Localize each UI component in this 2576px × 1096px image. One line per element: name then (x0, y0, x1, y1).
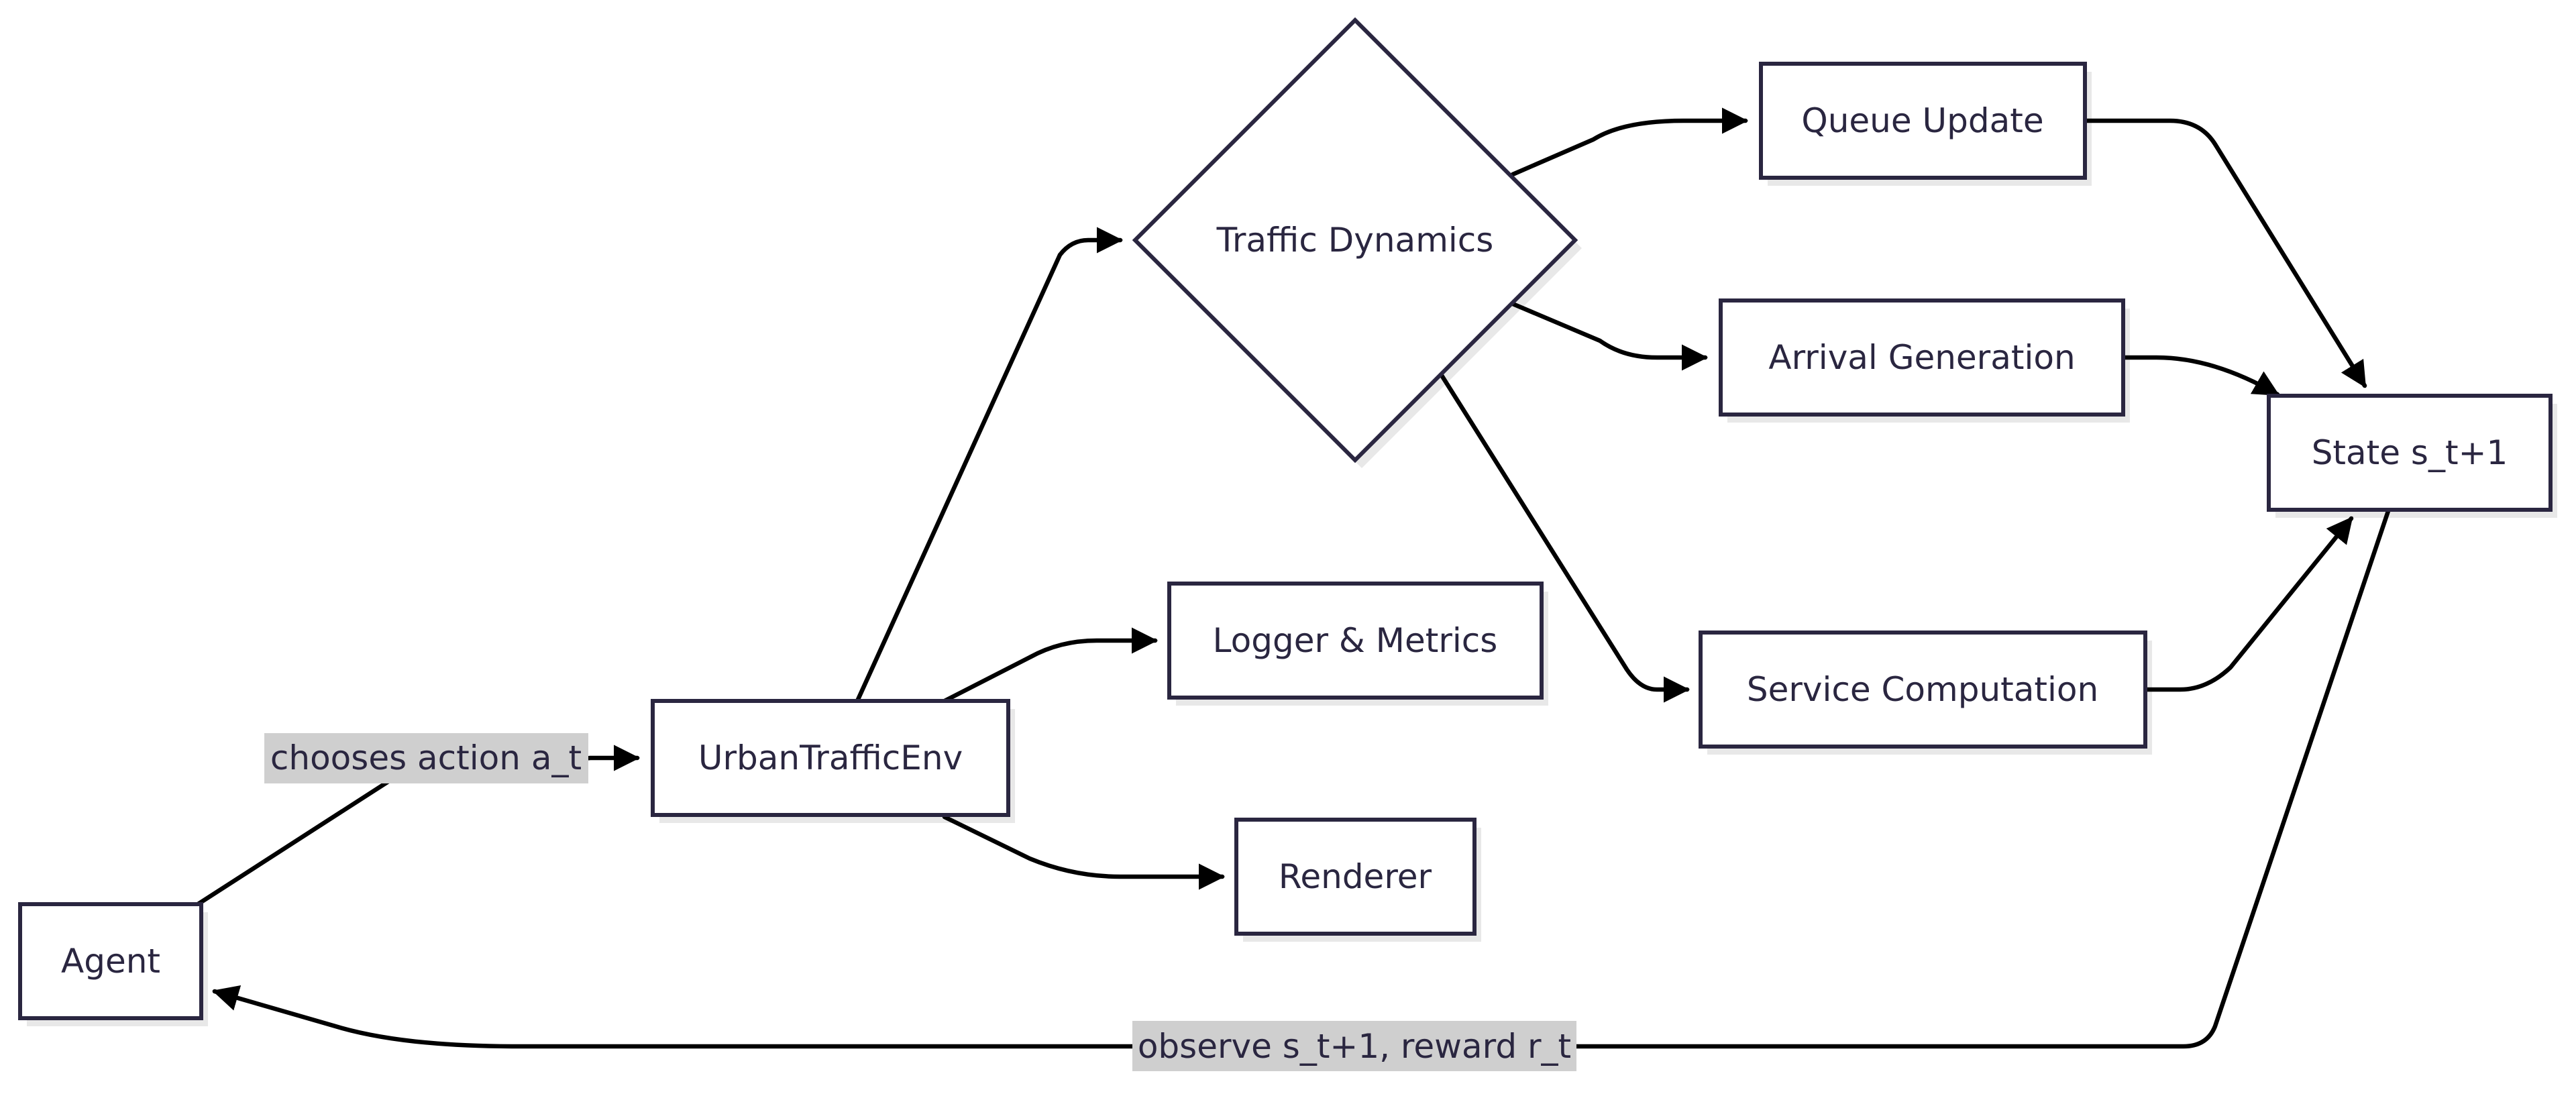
edge-queue-to-state (2082, 118, 2367, 388)
edge-label-action: chooses action a_t (264, 733, 588, 783)
edge-label-action-text: chooses action a_t (270, 738, 582, 777)
edge-env-to-renderer (942, 814, 1225, 890)
node-arrival-generation-label: Arrival Generation (1768, 338, 2075, 377)
edge-arrival-to-state (2121, 355, 2280, 397)
node-agent-label: Agent (61, 942, 160, 981)
edge-label-observe: observe s_t+1, reward r_t (1132, 1021, 1576, 1071)
node-traffic-dynamics: Traffic Dynamics (1132, 17, 1582, 468)
edge-state-to-agent (212, 508, 2391, 1049)
node-urban-traffic-env: UrbanTrafficEnv (651, 699, 1015, 823)
node-arrival-generation: Arrival Generation (1719, 298, 2130, 423)
edges (195, 107, 2391, 1049)
node-state-label: State s_t+1 (2312, 433, 2508, 472)
edge-dynamics-to-arrival (1510, 301, 1708, 371)
node-service-computation-label: Service Computation (1747, 670, 2098, 709)
node-renderer-label: Renderer (1279, 857, 1432, 896)
node-traffic-dynamics-label: Traffic Dynamics (1216, 221, 1494, 260)
node-queue-update-label: Queue Update (1801, 101, 2043, 140)
edge-dynamics-to-service (1438, 372, 1690, 703)
edge-env-to-dynamics (855, 227, 1123, 704)
node-urban-traffic-env-label: UrbanTrafficEnv (698, 738, 963, 777)
node-logger-metrics: Logger & Metrics (1167, 582, 1548, 706)
edge-dynamics-to-queue (1510, 107, 1748, 177)
node-state: State s_t+1 (2267, 394, 2557, 518)
node-renderer: Renderer (1234, 818, 1481, 942)
edge-env-to-logger (942, 627, 1158, 704)
node-service-computation: Service Computation (1699, 631, 2152, 755)
edge-label-observe-text: observe s_t+1, reward r_t (1138, 1027, 1571, 1066)
edge-service-to-state (2143, 516, 2354, 692)
node-queue-update: Queue Update (1759, 62, 2092, 186)
node-agent: Agent (18, 902, 208, 1026)
node-logger-metrics-label: Logger & Metrics (1213, 621, 1498, 660)
